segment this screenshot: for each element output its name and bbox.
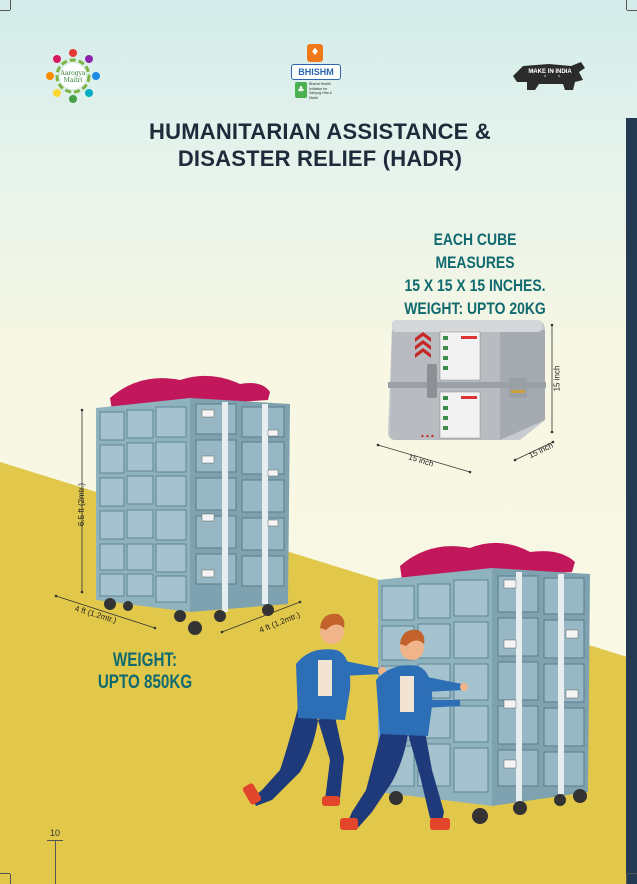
make-in-india-text: MAKE IN INDIA — [528, 69, 572, 75]
lion-icon — [513, 62, 585, 90]
right-edge-strip — [626, 118, 637, 884]
flame-icon: ♦ — [307, 44, 323, 62]
cube-spec-line-3: WEIGHT: UPTO 20KG — [404, 299, 546, 318]
person-pushing-back — [242, 613, 386, 806]
svg-text:Aarogya: Aarogya — [59, 70, 86, 77]
crop-mark — [0, 10, 10, 11]
weight-text: WEIGHT: UPTO 850KG — [93, 650, 197, 694]
page-number: 10 — [50, 828, 61, 838]
title-line-1: HUMANITARIAN ASSISTANCE & — [149, 119, 491, 144]
page-title: HUMANITARIAN ASSISTANCE & DISASTER RELIE… — [100, 118, 540, 172]
crop-mark — [627, 873, 637, 874]
crop-mark — [10, 874, 11, 884]
crop-mark — [626, 874, 627, 884]
crop-mark — [626, 0, 627, 10]
bhishm-subtext: Bharat Health Initiative for Sahyog Hita… — [309, 82, 332, 100]
cube-spec-line-1: EACH CUBE MEASURES — [433, 230, 517, 272]
people-circle-icon: Aarogya Maitri — [46, 49, 100, 103]
weight-line-1: WEIGHT: — [112, 650, 178, 671]
crop-mark — [10, 0, 11, 10]
make-in-india-logo: MAKE IN INDIA — [509, 58, 589, 94]
title-line-2: DISASTER RELIEF (HADR) — [177, 146, 463, 171]
weight-line-2: UPTO 850KG — [97, 672, 193, 693]
cube-spec-line-2: 15 X 15 X 15 INCHES. — [404, 276, 546, 295]
svg-text:Maitri: Maitri — [64, 77, 83, 84]
bhishm-brand: BHISHM — [291, 64, 341, 80]
bhishm-logo: ♦ BHISHM ♣ Bharat Health Initiative for … — [289, 44, 341, 106]
crop-mark — [627, 10, 637, 11]
svg-text:▲▲▲: ▲▲▲ — [420, 433, 435, 439]
aarogya-maitri-logo: Aarogya Maitri — [44, 47, 102, 105]
person-pushing-front — [340, 629, 468, 830]
page-number-tick — [55, 840, 56, 884]
cube-spec-text: EACH CUBE MEASURES 15 X 15 X 15 INCHES. … — [397, 228, 553, 320]
leaf-icon: ♣ — [295, 82, 307, 98]
crop-mark — [0, 873, 10, 874]
